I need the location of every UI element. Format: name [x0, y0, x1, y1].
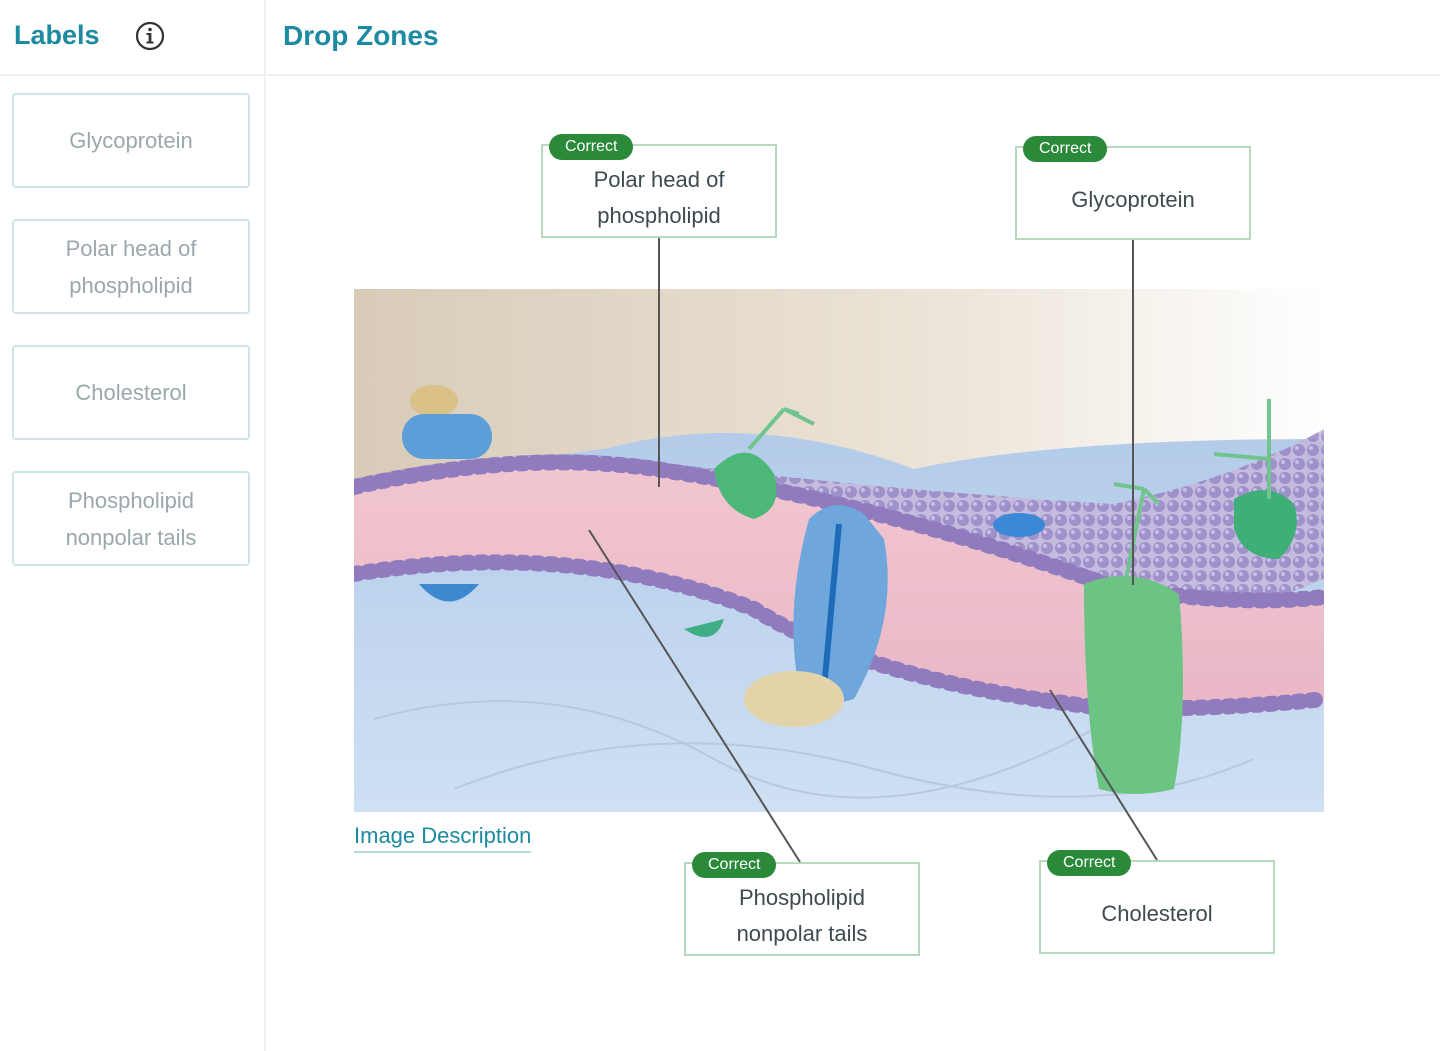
membrane-svg [346, 289, 1332, 812]
label-chip-text: Glycoprotein [69, 128, 193, 153]
label-chip-glycoprotein[interactable]: Glycoprotein [12, 93, 250, 188]
drop-zone-label: Polar head of phospholipid [593, 167, 725, 228]
correct-badge: Correct [692, 852, 777, 878]
cell-membrane-illustration [346, 289, 1332, 812]
image-description-link[interactable]: Image Description [354, 823, 532, 853]
labels-title: Labels [14, 20, 100, 50]
correct-badge: Correct [1023, 136, 1108, 162]
label-chip-nonpolar-tails[interactable]: Phospholipid nonpolar tails [12, 471, 250, 566]
label-chip-text: Phospholipid nonpolar tails [65, 487, 197, 550]
info-icon[interactable] [134, 20, 166, 52]
correct-badge: Correct [1047, 850, 1132, 876]
drop-zone-label: Glycoprotein [1071, 187, 1195, 212]
drop-zone-glycoprotein[interactable]: Correct Glycoprotein [1015, 136, 1251, 240]
label-chip-text: Cholesterol [75, 380, 187, 405]
labels-header: Labels [0, 0, 264, 76]
drop-zone-polar-head[interactable]: Correct Polar head of phospholipid [541, 134, 777, 238]
labels-panel: Labels Glycoprotein Polar head of phosph… [0, 0, 266, 1051]
label-chip-cholesterol[interactable]: Cholesterol [12, 345, 250, 440]
drop-zone-cholesterol[interactable]: Correct Cholesterol [1039, 850, 1275, 954]
drop-zones-header: Drop Zones [266, 0, 1440, 76]
label-chip-polar-head[interactable]: Polar head of phospholipid [12, 219, 250, 314]
drop-zone-nonpolar-tails[interactable]: Correct Phospholipid nonpolar tails [684, 852, 920, 956]
correct-badge: Correct [549, 134, 634, 160]
label-chip-text: Polar head of phospholipid [65, 235, 197, 298]
drop-zone-label: Phospholipid nonpolar tails [736, 885, 868, 946]
drop-zone-label: Cholesterol [1101, 901, 1213, 926]
drop-zones-title: Drop Zones [283, 20, 439, 51]
